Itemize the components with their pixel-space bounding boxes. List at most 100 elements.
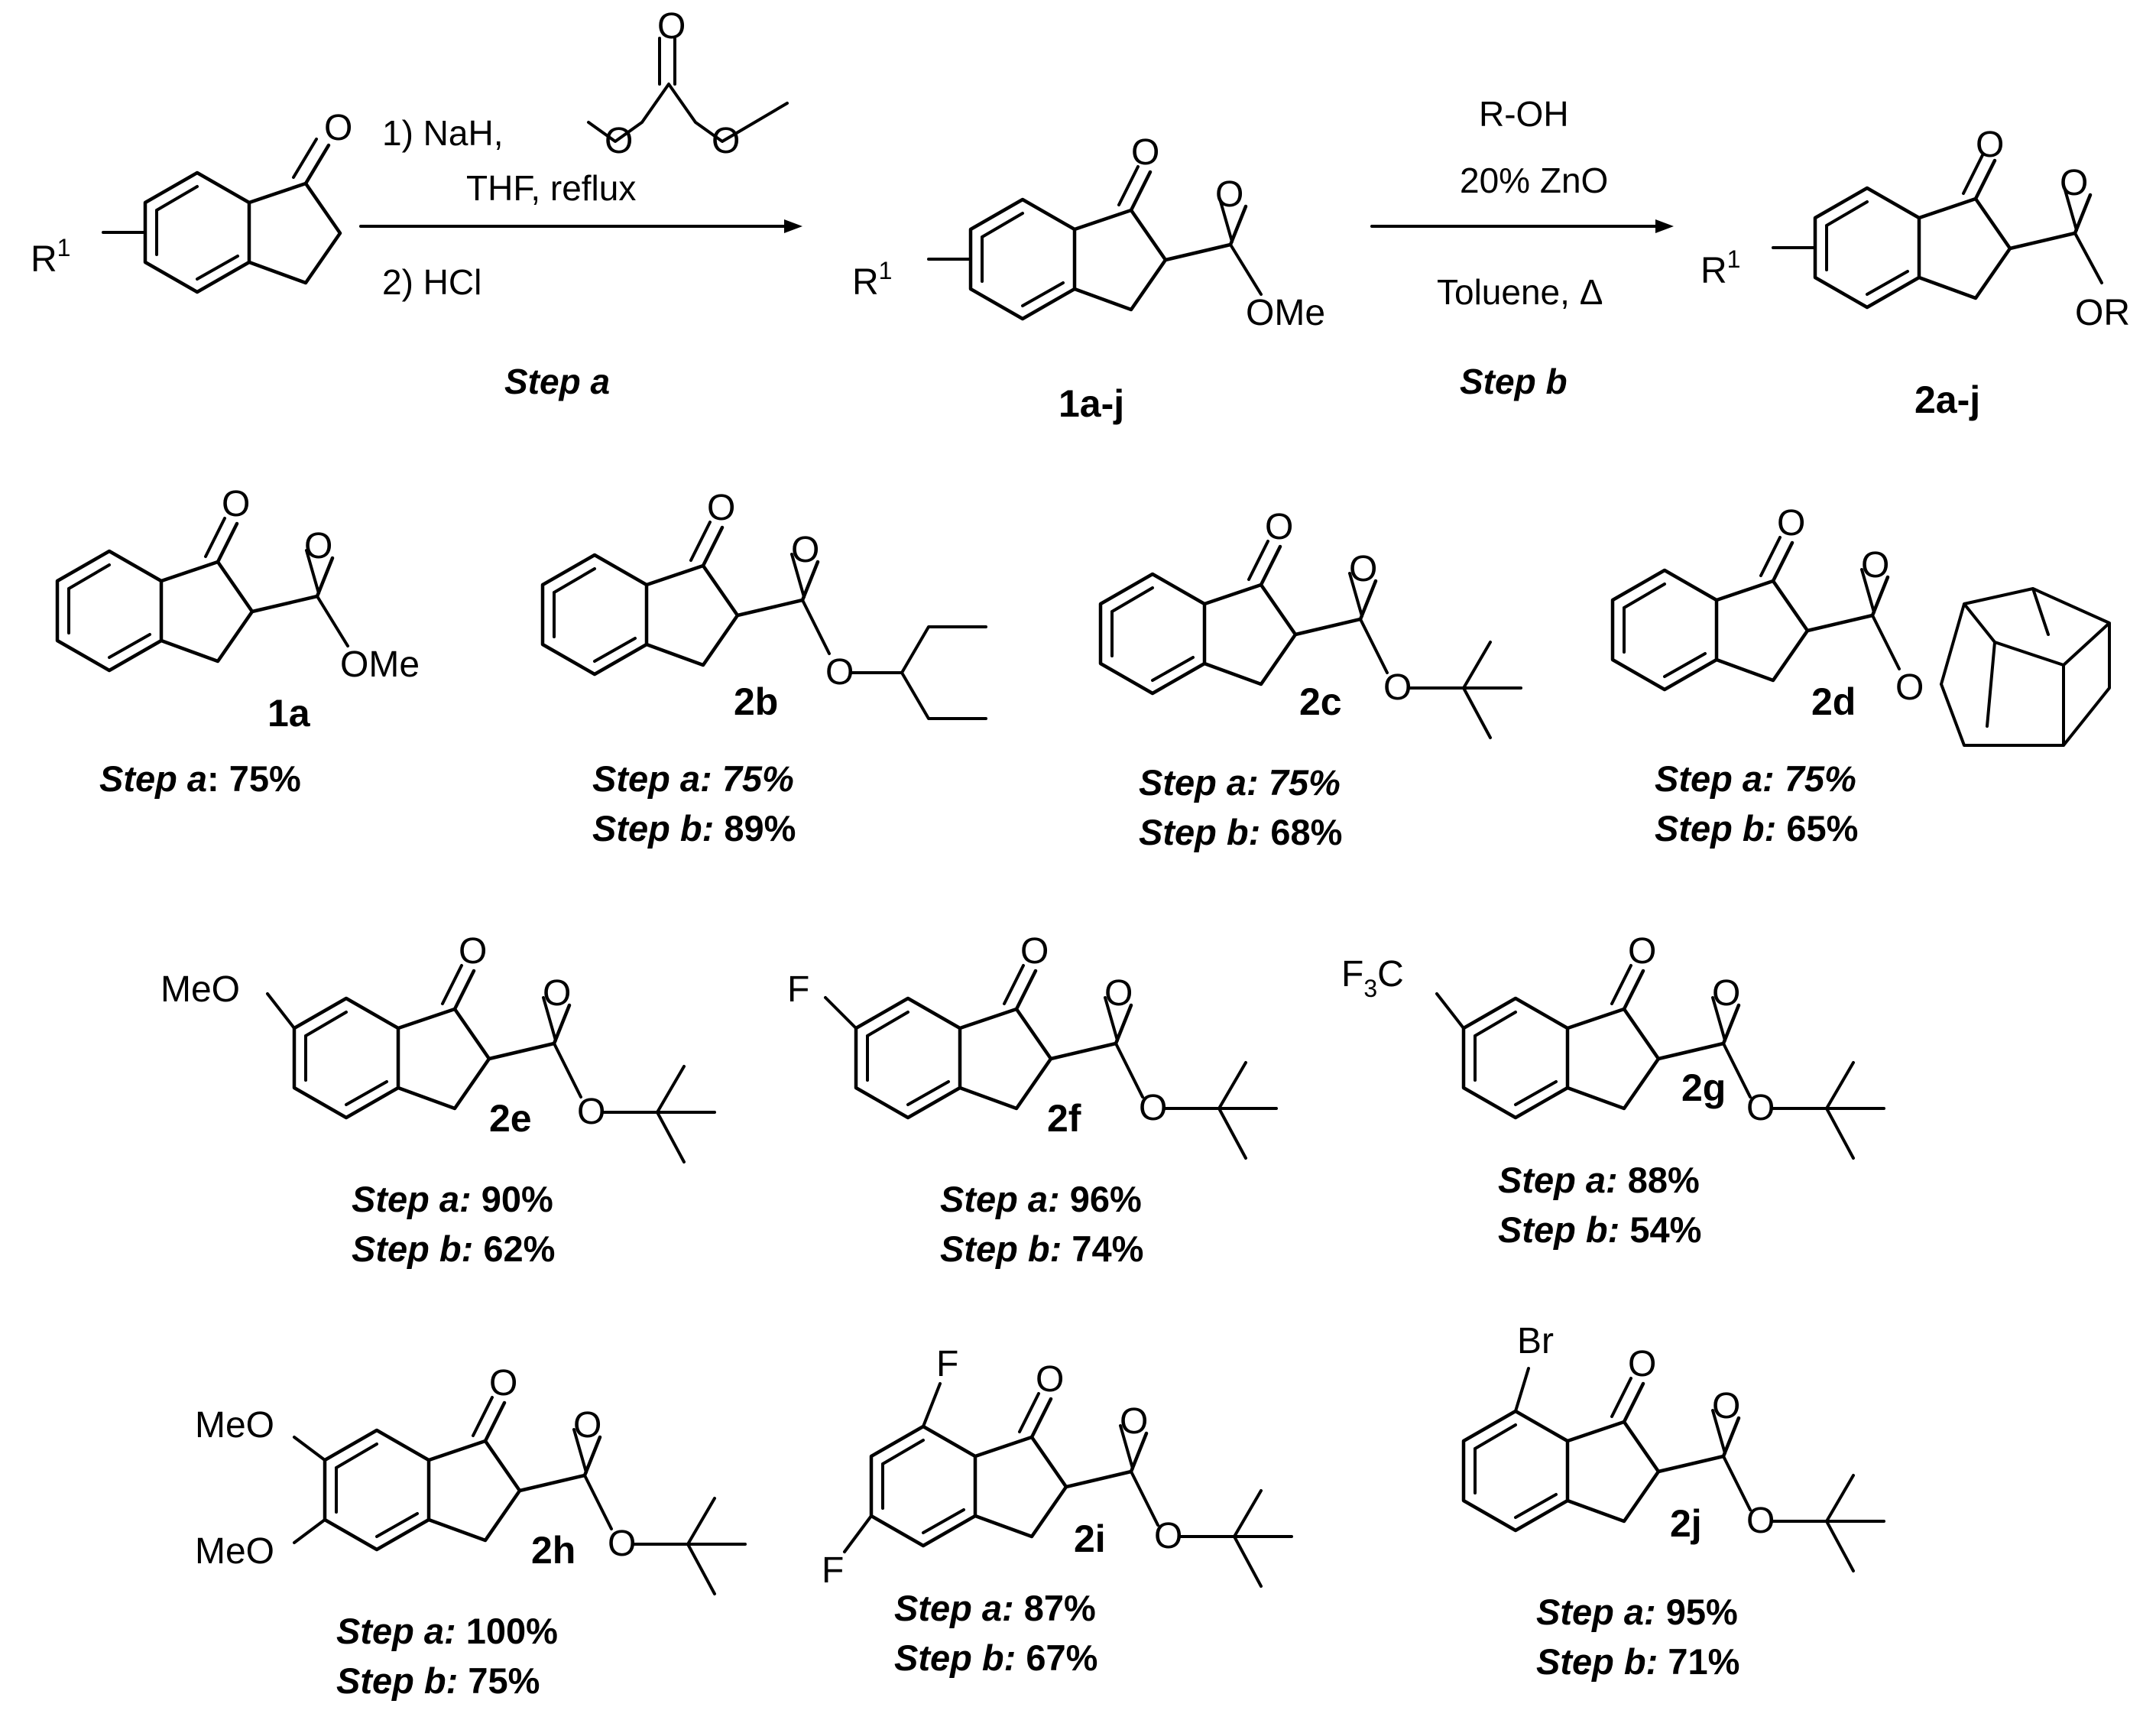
svg-text:OMe: OMe — [340, 644, 420, 685]
yield-2h-step-a: Step a: 100% — [336, 1611, 558, 1651]
yield-2j-step-b: Step b: 71% — [1536, 1641, 1739, 1682]
step-b-reagent-2: 20% ZnO — [1460, 161, 1608, 200]
svg-text:O: O — [577, 1092, 605, 1132]
step-a-reagent-3: 2) HCl — [382, 262, 481, 302]
2f-substituent: F — [787, 969, 809, 1010]
svg-text:O: O — [1712, 973, 1740, 1014]
2i-substituent-1: F — [936, 1344, 958, 1384]
2j-substituent: Br — [1517, 1321, 1554, 1361]
step-b-label: Step b — [1460, 362, 1568, 401]
compound-2h: O O O MeO MeO 2h Step a: 100% Step b: 75… — [195, 1363, 747, 1701]
svg-text:O: O — [1120, 1401, 1148, 1442]
svg-text:O: O — [1777, 503, 1805, 544]
svg-text:O: O — [605, 121, 633, 161]
yield-2i-step-b: Step b: 67% — [894, 1637, 1097, 1678]
svg-text:O: O — [707, 488, 735, 528]
compound-2d: O O O 2d Step a: 75% Step b: 65% — [1610, 503, 2111, 849]
step-b-reagent-1: R-OH — [1479, 94, 1569, 134]
intermediate-1a-j: O O OMe R1 1a-j — [852, 132, 1325, 425]
label-2g: 2g — [1681, 1066, 1726, 1109]
svg-text:O: O — [489, 1363, 517, 1404]
label-2b: 2b — [734, 680, 778, 723]
step-a-reagent-1: 1) NaH, — [382, 113, 503, 153]
2h-substituent-2: MeO — [195, 1531, 274, 1572]
svg-text:O: O — [1215, 174, 1243, 215]
label-2d: 2d — [1811, 680, 1856, 723]
svg-text:O: O — [1746, 1088, 1775, 1128]
r1-substituent: R1 — [31, 234, 70, 280]
yield-2d-step-b: Step b: 65% — [1655, 808, 1858, 849]
ketone-oxygen: O — [324, 108, 352, 148]
svg-text:O: O — [1020, 931, 1049, 972]
svg-text:O: O — [1349, 549, 1377, 589]
yield-2i-step-a: Step a: 87% — [894, 1588, 1096, 1628]
yield-2e-step-a: Step a: 90% — [352, 1179, 553, 1219]
2g-substituent: F3C — [1341, 954, 1404, 1002]
svg-text:O: O — [1104, 973, 1133, 1014]
svg-text:O: O — [608, 1524, 636, 1564]
yield-2f-step-a: Step a: 96% — [940, 1179, 1142, 1219]
label-1a-j: 1a-j — [1059, 382, 1124, 425]
svg-text:O: O — [2060, 163, 2088, 203]
yield-1a-step-a: Step a: 75% — [99, 758, 301, 799]
yield-2d-step-a: Step a: 75% — [1655, 758, 1856, 799]
label-2f: 2f — [1047, 1097, 1081, 1140]
2h-substituent-1: MeO — [195, 1405, 274, 1446]
starting-indanone: O R1 — [31, 108, 352, 294]
label-2i: 2i — [1074, 1517, 1106, 1560]
step-b-arrow: R-OH 20% ZnO Toluene, Δ Step b — [1370, 94, 1674, 401]
yield-2b-step-b: Step b: 89% — [592, 808, 796, 849]
svg-text:O: O — [459, 931, 487, 972]
2e-substituent: MeO — [160, 969, 240, 1010]
svg-text:O: O — [543, 973, 571, 1014]
yield-2h-step-b: Step b: 75% — [336, 1660, 540, 1701]
2i-substituent-2: F — [822, 1550, 844, 1591]
compound-2j: O O O Br 2j Step a: 95% Step b: 71% — [1461, 1321, 1885, 1682]
svg-text:O: O — [1383, 667, 1412, 708]
svg-text:O: O — [1036, 1359, 1064, 1400]
svg-text:O: O — [1154, 1516, 1182, 1556]
svg-text:O: O — [825, 652, 854, 693]
svg-text:O: O — [1712, 1386, 1740, 1426]
svg-text:O: O — [1976, 125, 2004, 165]
svg-text:O: O — [791, 530, 819, 570]
svg-text:O: O — [1139, 1088, 1167, 1128]
svg-text:O: O — [1746, 1501, 1775, 1541]
yield-2e-step-b: Step b: 62% — [352, 1228, 555, 1269]
yield-2c-step-a: Step a: 75% — [1139, 762, 1341, 803]
svg-text:O: O — [1131, 132, 1159, 173]
compound-2c: O O O 2c Step a: 75% Step b: 68% — [1098, 507, 1522, 852]
svg-text:O: O — [573, 1405, 601, 1446]
svg-text:O: O — [1895, 667, 1924, 708]
label-2a-j: 2a-j — [1914, 378, 1980, 421]
svg-text:O: O — [304, 526, 332, 566]
svg-text:O: O — [1628, 931, 1656, 972]
svg-text:O: O — [222, 484, 250, 524]
compound-2f: O O O F 2f Step a: 96% Step b: 74% — [787, 931, 1278, 1269]
step-b-reagent-3: Toluene, Δ — [1437, 272, 1603, 312]
yield-2c-step-b: Step b: 68% — [1139, 812, 1342, 852]
svg-text:O: O — [1861, 545, 1889, 586]
label-1a: 1a — [267, 692, 311, 735]
compound-2e: O O O MeO 2e Step a: 90% Step b: 62% — [160, 931, 716, 1269]
label-2h: 2h — [531, 1529, 575, 1572]
yield-2b-step-a: Step a: 75% — [592, 758, 794, 799]
yield-2f-step-b: Step b: 74% — [940, 1228, 1143, 1269]
compound-2g: O O O F3C 2g Step a: 88% Step b: 54% — [1341, 931, 1885, 1250]
product-2a-j: O O OR R1 2a-j — [1700, 125, 2130, 421]
yield-2g-step-a: Step a: 88% — [1498, 1160, 1700, 1200]
svg-text:O: O — [1628, 1344, 1656, 1384]
yield-2j-step-a: Step a: 95% — [1536, 1592, 1738, 1632]
compound-1a: O O OMe 1a Step a: 75% — [55, 484, 420, 799]
label-2c: 2c — [1299, 680, 1342, 723]
svg-text:O: O — [712, 121, 740, 161]
step-a-label: Step a — [504, 362, 610, 401]
svg-text:O: O — [1265, 507, 1293, 547]
svg-text:R1: R1 — [1700, 245, 1740, 291]
svg-text:OMe: OMe — [1246, 293, 1325, 333]
step-a-reagent-2: THF, reflux — [466, 168, 636, 208]
compound-2i: O O O F F 2i Step a: 87% Step b: 67% — [822, 1344, 1293, 1678]
compound-2b: O O O 2b Step a: 75% Step b: 89% — [540, 488, 987, 849]
label-2j: 2j — [1670, 1502, 1702, 1545]
